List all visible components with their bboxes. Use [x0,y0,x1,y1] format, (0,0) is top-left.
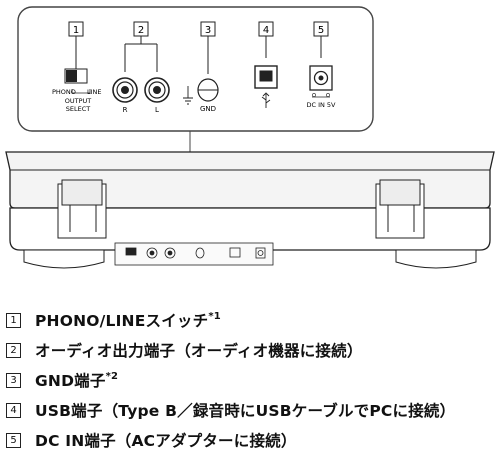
svg-text:4: 4 [263,25,269,36]
legend-number-5: 5 [6,432,21,448]
hinge-left [57,179,107,239]
foot-right [395,249,477,269]
phono-line-switch: PHONO LINE OUTPUT SELECT [52,68,102,113]
foot-left [23,249,105,269]
legend-text-2: オーディオ出力端子（オーディオ機器に接続） [35,342,363,360]
label-gnd: GND [200,105,216,113]
callout-5: 5 [313,21,329,37]
svg-text:3: 3 [205,25,211,36]
callout-4: 4 [258,21,274,37]
label-r: R [123,106,128,114]
svg-text:LINE: LINE [87,88,102,96]
svg-text:SELECT: SELECT [66,105,90,113]
legend-text-3: GND端子*2 [35,370,119,390]
label-dc-in: DC IN 5V [306,101,336,109]
legend-item-5: 5 DC IN端子（ACアダプターに接続） [6,425,496,455]
legend-number-2: 2 [6,342,21,358]
legend-list: 1 PHONO/LINEスイッチ*1 2 オーディオ出力端子（オーディオ機器に接… [6,305,496,455]
svg-text:PHONO: PHONO [52,88,76,96]
rca-jack-r [112,77,138,103]
rca-jack-l [144,77,170,103]
legend-item-4: 4 USB端子（Type B／録音時にUSBケーブルでPCに接続） [6,395,496,425]
legend-text-5: DC IN端子（ACアダプターに接続） [35,432,297,450]
gnd-terminal [183,78,219,105]
svg-text:5: 5 [318,25,324,36]
legend-text-1: PHONO/LINEスイッチ*1 [35,310,221,330]
label-l: L [155,106,159,114]
legend-item-2: 2 オーディオ出力端子（オーディオ機器に接続） [6,335,496,365]
rear-panel-miniature [114,242,274,266]
legend-number-3: 3 [6,372,21,388]
hinge-right [375,179,425,239]
zoom-panel [17,6,374,132]
legend-item-1: 1 PHONO/LINEスイッチ*1 [6,305,496,335]
svg-text:2: 2 [138,25,144,36]
callout-2: 2 [133,21,149,37]
usb-b-port [254,65,278,108]
turntable-body [5,151,495,269]
callout-3: 3 [200,21,216,37]
legend-item-3: 3 GND端子*2 [6,365,496,395]
leader-lines [75,36,322,74]
dc-in-jack [309,65,333,98]
legend-number-4: 4 [6,402,21,418]
legend-number-1: 1 [6,312,21,328]
svg-text:1: 1 [73,25,79,36]
turntable-rear-panel-diagram: 1 2 3 4 5 PHONO LINE OUTPUT SELECT [5,6,495,269]
svg-text:OUTPUT: OUTPUT [65,97,92,105]
legend-text-4: USB端子（Type B／録音時にUSBケーブルでPCに接続） [35,402,456,420]
callout-1: 1 [68,21,84,37]
